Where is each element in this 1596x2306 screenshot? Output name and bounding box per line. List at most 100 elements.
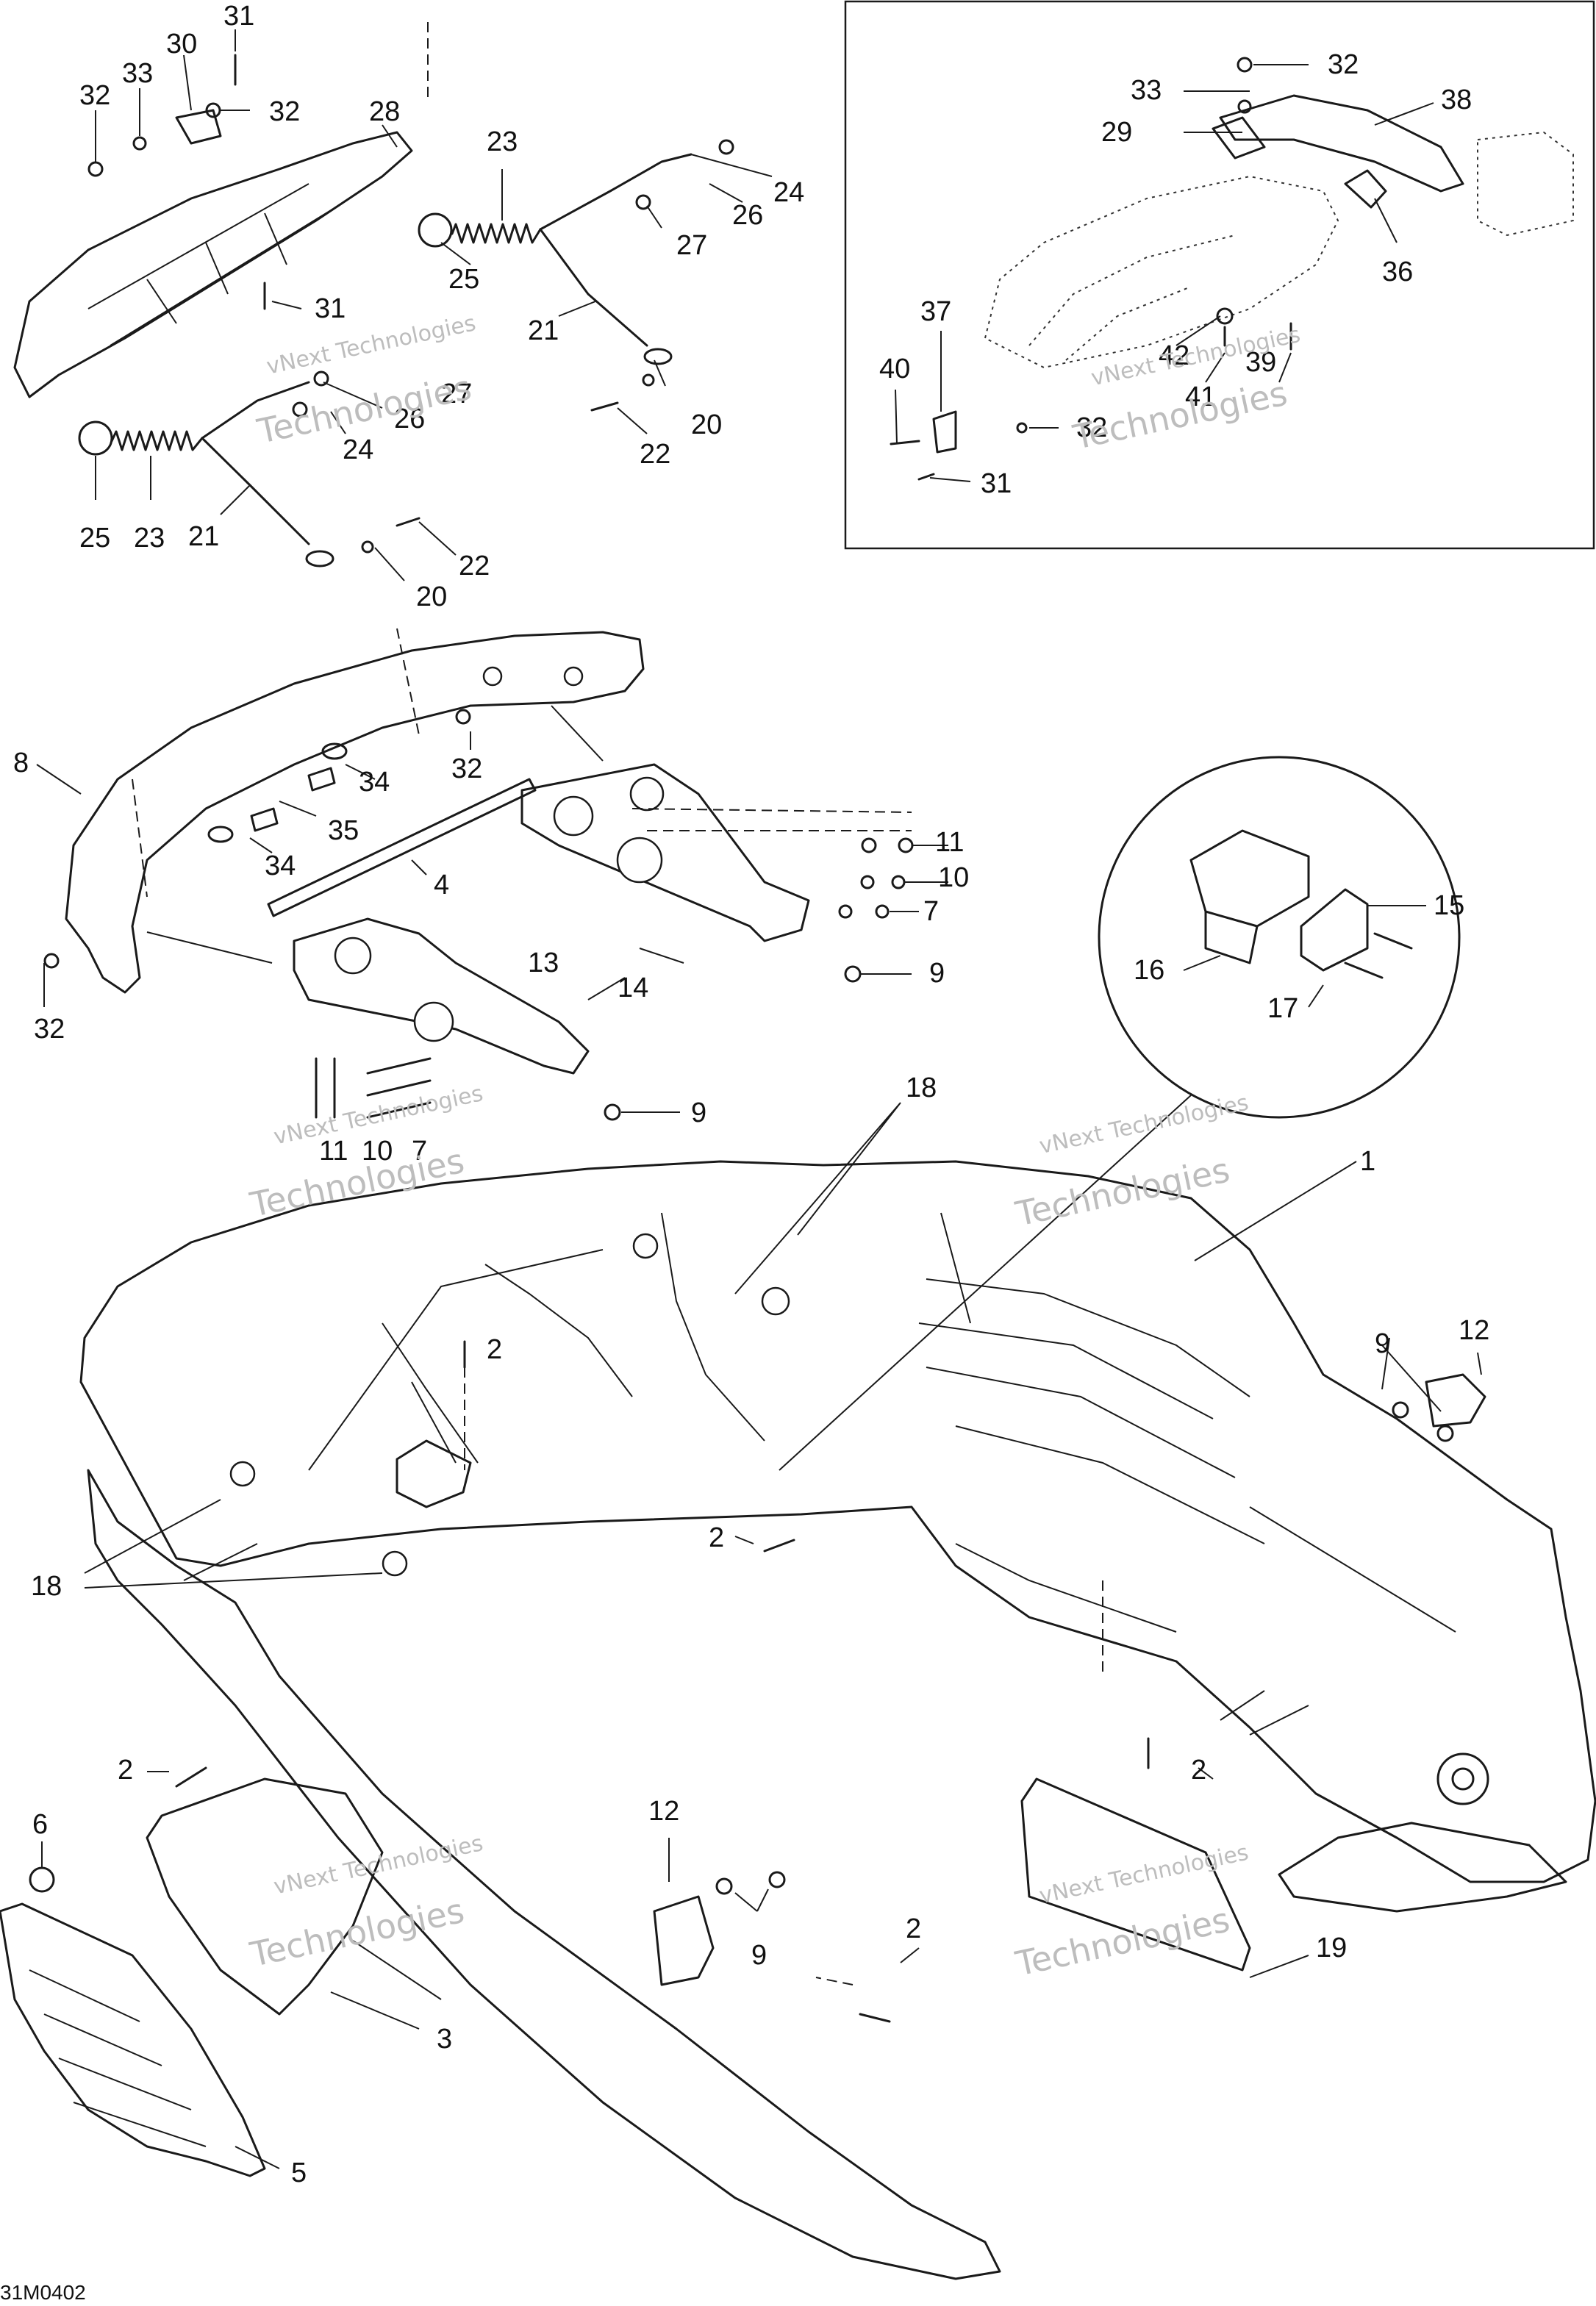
part-10-washer-a [860, 875, 875, 889]
detail-leaders [1183, 905, 1426, 1008]
part-18-plug-c [632, 1233, 659, 1259]
part-25-ring-b [78, 420, 113, 456]
part-2-rivet-b [763, 1539, 795, 1553]
callout-32: 32 [34, 1014, 65, 1045]
part-9-nut-b [604, 1103, 621, 1121]
callout-25: 25 [79, 523, 110, 554]
part-40-rivet [890, 440, 920, 445]
watermark-text: vNext Technologies [265, 310, 479, 380]
part-18-plug-a [229, 1461, 256, 1487]
part-24-washer-a [718, 139, 734, 155]
part-28-bumper [13, 131, 413, 398]
callout-9: 9 [1375, 1328, 1390, 1359]
inset-detail: 32 33 29 38 36 42 41 39 37 40 31 32 [844, 0, 1595, 550]
part-9-nut-e [715, 1877, 733, 1895]
detail-circle-outline [1098, 756, 1461, 1119]
part-13-bracket [293, 917, 590, 1075]
watermarks: vNext Technologies Technologies vNext Te… [246, 310, 1303, 1983]
callout-3: 3 [437, 2024, 452, 2055]
part-1-louvres [918, 1278, 1265, 1544]
inset-hitch-ghost [1477, 131, 1574, 237]
part-23-spring-b [110, 430, 204, 451]
callout-16: 16 [1134, 955, 1164, 986]
rear-bumper-assembly: 31 30 33 32 32 28 23 25 24 26 27 21 20 2… [13, 1, 804, 612]
callout-18: 18 [906, 1073, 937, 1103]
callout-2: 2 [487, 1334, 502, 1365]
callout-7: 7 [412, 1136, 427, 1167]
parts-7-10-11-fasteners [315, 1057, 432, 1119]
part-14-hole-b [629, 776, 665, 812]
callout-9: 9 [929, 958, 945, 989]
part-1-contours [183, 1212, 1456, 1633]
arrow-to-8b [146, 931, 273, 964]
callout-9: 9 [751, 1940, 767, 1971]
inset-ghost-bumper [984, 175, 1339, 369]
part-28-ribs [87, 183, 339, 346]
part-16-clip-top [1189, 829, 1310, 928]
guide-lines-mid [132, 628, 912, 898]
bottom-leaders [41, 1841, 1309, 2169]
callout-33: 33 [1131, 75, 1162, 106]
callout-21: 21 [188, 521, 219, 552]
part-7-screw-b [875, 904, 890, 919]
callout-20: 20 [416, 581, 447, 612]
part-33-washer-b [132, 136, 147, 151]
callout-32: 32 [1328, 49, 1359, 80]
callout-1: 1 [1360, 1146, 1375, 1177]
callout-27: 27 [441, 379, 472, 409]
part-1-chassis-side [87, 1469, 1001, 2280]
callout-39: 39 [1245, 347, 1276, 378]
inset-leaders [895, 64, 1434, 482]
part-9-nut-d [1436, 1425, 1454, 1442]
callout-6: 6 [32, 1809, 48, 1840]
part-13-hole-a [334, 937, 372, 975]
callout-23: 23 [487, 126, 518, 157]
callout-29: 29 [1101, 117, 1132, 148]
part-29-bracket [1212, 116, 1266, 160]
callout-34: 34 [265, 851, 296, 881]
callout-33: 33 [122, 58, 153, 89]
part-2-rivet-e [859, 2013, 891, 2023]
part-14-bracket [520, 763, 810, 942]
callout-23: 23 [134, 523, 165, 554]
callout-20: 20 [691, 409, 722, 440]
part-32-nut-b [205, 102, 221, 118]
callout-10: 10 [938, 862, 969, 893]
part-25-ring-a [418, 212, 453, 248]
callout-31: 31 [315, 293, 346, 324]
part-21-cable-b [201, 381, 310, 440]
callout-5: 5 [291, 2158, 307, 2188]
callout-12: 12 [648, 1796, 679, 1827]
callout-10: 10 [362, 1136, 393, 1167]
part-11-washer-a [861, 837, 877, 853]
part-7-screw-a [838, 904, 853, 919]
part-20-washer-b [361, 540, 374, 554]
part-9-nut-c [1392, 1401, 1409, 1419]
part-14-hole-a [553, 795, 594, 837]
watermark-text: Technologies [1012, 1150, 1233, 1233]
part-8-hole-b [563, 666, 584, 687]
callout-11: 11 [319, 1136, 348, 1167]
callout-9: 9 [691, 1098, 706, 1128]
part-3-disc [146, 1777, 384, 2016]
front-bumper-assembly: 8 32 32 34 35 34 4 11 10 7 9 14 13 9 11 … [13, 628, 969, 1167]
callout-11: 11 [935, 827, 964, 858]
part-21-cable-a2 [539, 228, 648, 347]
callout-25: 25 [448, 264, 479, 295]
callout-38: 38 [1441, 85, 1472, 115]
callout-21: 21 [528, 315, 559, 346]
part-32-nut-a [1237, 57, 1253, 73]
callout-32: 32 [451, 753, 482, 784]
part-1-pivot [1436, 1752, 1489, 1805]
inset-ghost-ribs [1028, 234, 1236, 361]
callout-41: 41 [1185, 382, 1216, 412]
callout-32: 32 [269, 96, 300, 127]
part-9-nut-f [768, 1871, 786, 1888]
part-5-slots [29, 1969, 207, 2147]
callout-28: 28 [369, 96, 400, 127]
detail-pointer [779, 1095, 1192, 1471]
callout-40: 40 [879, 354, 910, 384]
watermark-text: Technologies [1012, 1899, 1233, 1983]
callout-26: 26 [732, 200, 763, 231]
top-left-leaders [95, 29, 773, 581]
